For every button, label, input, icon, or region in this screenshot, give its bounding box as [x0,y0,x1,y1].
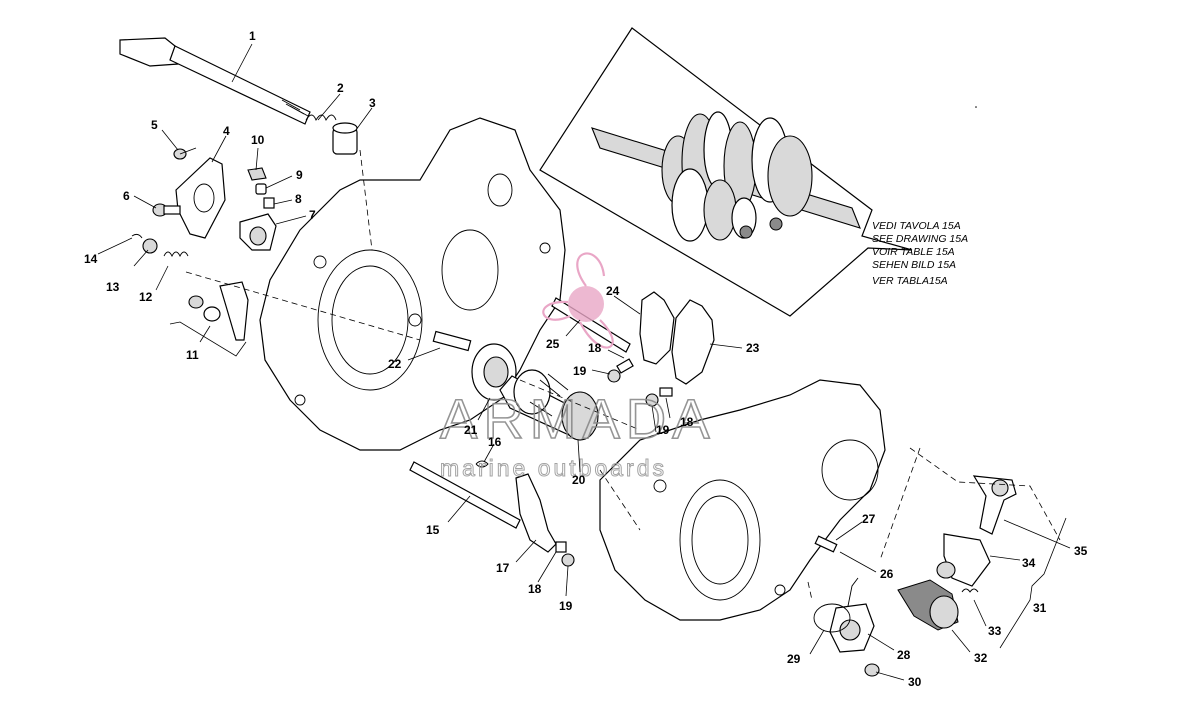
part-34-arm [936,533,991,587]
label-32: 32 [974,651,988,665]
label-1: 1 [249,29,256,43]
sensor-wire [847,577,859,607]
gearbox-inset: VEDI TAVOLA 15A SEE DRAWING 15A VOIR TAB… [539,27,968,317]
label-6: 6 [123,189,130,203]
ref-line-0: VEDI TAVOLA 15A [872,220,961,232]
label-23: 23 [746,341,760,355]
label-19c: 19 [559,599,573,613]
watermark-brand: ARMADA [440,387,716,450]
part-30-bolt [864,663,880,677]
crankcase-right [599,379,886,621]
label-31: 31 [1033,601,1047,615]
part-24-fork [639,291,675,365]
part-8-pin [263,197,275,209]
part-10-block [247,167,267,181]
part-2-spring [305,114,337,122]
part-16-clip [475,460,489,468]
label-21: 21 [464,423,478,437]
label-15: 15 [426,523,440,537]
part-14-clip [131,233,143,239]
part-29-oring [813,603,851,633]
part-9-pin [255,183,267,195]
ref-line-3: SEHEN BILD 15A [872,259,956,271]
ref-line-1: SEE DRAWING 15A [872,233,968,245]
part-18-pin-c [555,541,567,553]
label-8: 8 [295,192,302,206]
part-19-roller-a [607,369,621,383]
watermark-logo-icon [542,252,614,349]
label-24: 24 [606,284,620,298]
ref-line-2: VOIR TABLE 15A [872,246,955,258]
label-9: 9 [296,168,303,182]
label-5: 5 [151,118,158,132]
part-19-roller-c [561,553,575,567]
leader-lines [97,43,1071,681]
part-23-fork [671,299,715,385]
ref-line-4: VER TABLA15A [872,275,948,287]
label-25: 25 [546,337,560,351]
label-28: 28 [897,648,911,662]
label-34: 34 [1022,556,1036,570]
label-10: 10 [251,133,265,147]
part-1-shift-shaft [119,37,311,125]
label-18a: 18 [588,341,602,355]
label-29: 29 [787,652,801,666]
label-33: 33 [988,624,1002,638]
label-3: 3 [369,96,376,110]
part-18-pin-a [616,358,634,374]
part-35-lever [972,475,1017,535]
label-13: 13 [106,280,120,294]
inset-gears [661,111,813,242]
label-22: 22 [388,357,402,371]
part-18-pin-b [659,387,673,397]
label-18b: 18 [680,415,694,429]
part-28-sensor [829,603,875,653]
label-35: 35 [1074,544,1088,558]
part-3-bushing [332,122,358,155]
part-labels: 1 2 3 4 5 6 7 8 9 10 11 12 13 14 15 16 1… [84,29,1088,689]
label-7: 7 [309,208,316,222]
assembly-31-bracket [999,517,1067,649]
label-30: 30 [908,675,922,689]
part-12-spring [163,251,189,258]
label-20: 20 [572,473,586,487]
part-26-screw [814,535,838,553]
label-16: 16 [488,435,502,449]
part-22-bolt [432,330,472,352]
stray-dot [975,106,977,108]
label-2: 2 [337,81,344,95]
part-11-lever [169,281,249,357]
assembly-dashed-lines [185,149,1061,601]
part-32-pedal [897,579,959,631]
label-17: 17 [496,561,510,575]
label-11: 11 [186,348,199,362]
label-26: 26 [880,567,894,581]
label-4: 4 [223,124,230,138]
part-33-spring [961,588,979,593]
label-18c: 18 [528,582,542,596]
part-7-detent [239,213,277,251]
label-12: 12 [139,290,153,304]
label-27: 27 [862,512,876,526]
part-15-shaft [409,461,521,529]
label-19a: 19 [573,364,587,378]
watermark: ARMADA marine outboards [439,252,716,482]
part-13-washer [142,238,158,254]
part-4-plate [175,157,226,239]
watermark-tagline: marine outboards [440,455,667,481]
part-5-screw [173,147,197,160]
label-19b: 19 [656,423,670,437]
part-6-screw [152,203,181,217]
label-14: 14 [84,252,98,266]
